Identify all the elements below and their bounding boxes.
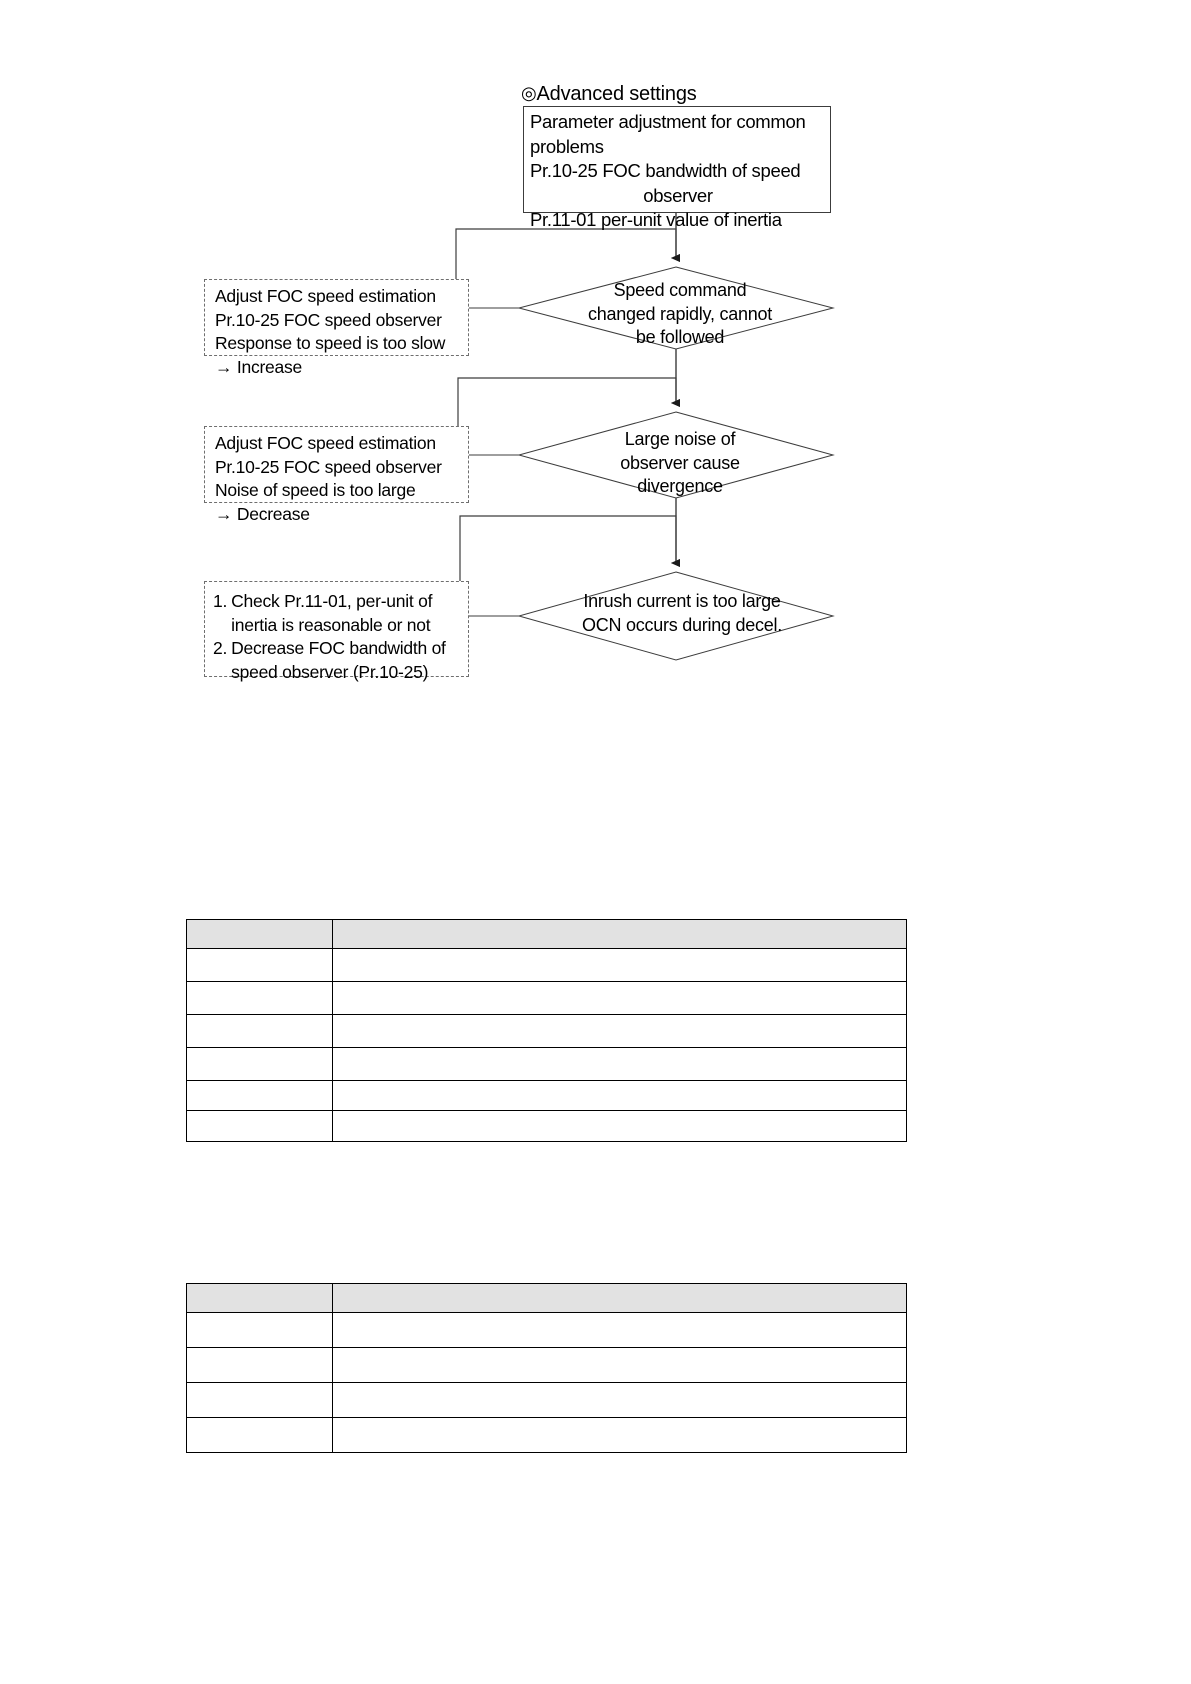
- table-1-r4-cell-b: [332, 1080, 907, 1111]
- decision-label-speed-command: Speed command changed rapidly, cannot be…: [587, 280, 773, 347]
- table-1-r0-cell-b: [332, 948, 907, 982]
- table-row: [186, 1417, 907, 1453]
- header-line-2: problems: [530, 135, 604, 157]
- decision-label-inrush-current: Inrush current is too large OCN occurs d…: [581, 591, 783, 635]
- section-heading: ◎Advanced settings: [521, 80, 697, 107]
- action1-line-2: Pr.10-25 FOC speed observer: [215, 309, 442, 330]
- action3-item-1-text: Check Pr.11-01, per-unit of inertia is r…: [231, 591, 433, 635]
- table-1-r0-cell-a: [186, 948, 333, 982]
- parameter-table-1: [186, 919, 907, 1142]
- table-2-r0-cell-b: [332, 1312, 907, 1348]
- feedback-loop-action2: [457, 377, 680, 455]
- action1-line-4: → Increase: [215, 356, 302, 377]
- header-line-1: Parameter adjustment for common: [530, 111, 806, 132]
- parameter-table-2: [186, 1283, 907, 1453]
- table-2-r1-cell-b: [332, 1347, 907, 1383]
- table-row: [186, 981, 907, 1015]
- table-2-r2-cell-a: [186, 1382, 333, 1418]
- table-2-r2-cell-b: [332, 1382, 907, 1418]
- action-box-check-inertia: 1. Check Pr.11-01, per-unit of inertia i…: [204, 581, 469, 682]
- circle-marker-icon: ◎: [521, 83, 537, 103]
- action3-item-1: 1. Check Pr.11-01, per-unit of inertia i…: [213, 590, 462, 637]
- table-row: [186, 1080, 907, 1111]
- action2-line-4: → Decrease: [215, 503, 310, 524]
- table-row: [186, 1047, 907, 1081]
- table-1-header-cell-a: [186, 919, 333, 949]
- table-2-header-cell-a: [186, 1283, 333, 1313]
- feedback-loop-action3: [459, 515, 680, 616]
- table-1-r5-cell-a: [186, 1110, 333, 1142]
- table-1-r1-cell-b: [332, 981, 907, 1015]
- feedback-loop-action1: [455, 228, 680, 308]
- header-line-4: observer: [643, 184, 713, 206]
- action-box-adjust-speed-noise: Adjust FOC speed estimation Pr.10-25 FOC…: [204, 426, 469, 524]
- table-2-header-row: [186, 1283, 907, 1313]
- section-heading-text: Advanced settings: [536, 83, 697, 105]
- flowchart-connectors: [455, 213, 835, 661]
- action2-line-1: Adjust FOC speed estimation: [215, 433, 436, 453]
- action1-line-3: Response to speed is too slow: [215, 333, 446, 353]
- table-2-r0-cell-a: [186, 1312, 333, 1348]
- table-row: [186, 1347, 907, 1383]
- decision-diamond-inrush-current: [517, 571, 835, 661]
- decision-label-observer-noise: Large noise of observer cause divergence: [620, 429, 740, 496]
- action-box-adjust-speed-response: Adjust FOC speed estimation Pr.10-25 FOC…: [204, 279, 469, 377]
- table-1-r2-cell-a: [186, 1014, 333, 1048]
- parameter-adjustment-header-box: Parameter adjustment for common problems…: [523, 106, 831, 230]
- table-1-r4-cell-a: [186, 1080, 333, 1111]
- action3-item-2-text: Decrease FOC bandwidth of speed observer…: [231, 638, 446, 682]
- table-row: [186, 948, 907, 982]
- action1-line-1: Adjust FOC speed estimation: [215, 286, 436, 306]
- table-1-r1-cell-a: [186, 981, 333, 1015]
- header-line-5: Pr.11-01 per-unit value of inertia: [530, 209, 782, 230]
- header-line-3: Pr.10-25 FOC bandwidth of speed: [530, 160, 801, 181]
- table-row: [186, 1312, 907, 1348]
- action3-item-2: 2. Decrease FOC bandwidth of speed obser…: [213, 637, 462, 684]
- action3-item-2-number: 2.: [213, 638, 228, 658]
- table-1-r3-cell-b: [332, 1047, 907, 1081]
- advanced-settings-flowchart: ◎Advanced settings Parameter adjustment …: [0, 0, 1191, 760]
- table-row: [186, 1382, 907, 1418]
- action2-line-2: Pr.10-25 FOC speed observer: [215, 456, 442, 477]
- table-1-header-cell-b: [332, 919, 907, 949]
- table-2-r3-cell-a: [186, 1417, 333, 1453]
- action3-item-1-number: 1.: [213, 591, 228, 611]
- action2-line-3: Noise of speed is too large: [215, 480, 416, 500]
- table-1-header-row: [186, 919, 907, 949]
- table-1-r2-cell-b: [332, 1014, 907, 1048]
- table-2-r3-cell-b: [332, 1417, 907, 1453]
- table-row: [186, 1014, 907, 1048]
- table-2-r1-cell-a: [186, 1347, 333, 1383]
- table-1-r3-cell-a: [186, 1047, 333, 1081]
- table-1-r5-cell-b: [332, 1110, 907, 1142]
- table-row: [186, 1110, 907, 1142]
- table-2-header-cell-b: [332, 1283, 907, 1313]
